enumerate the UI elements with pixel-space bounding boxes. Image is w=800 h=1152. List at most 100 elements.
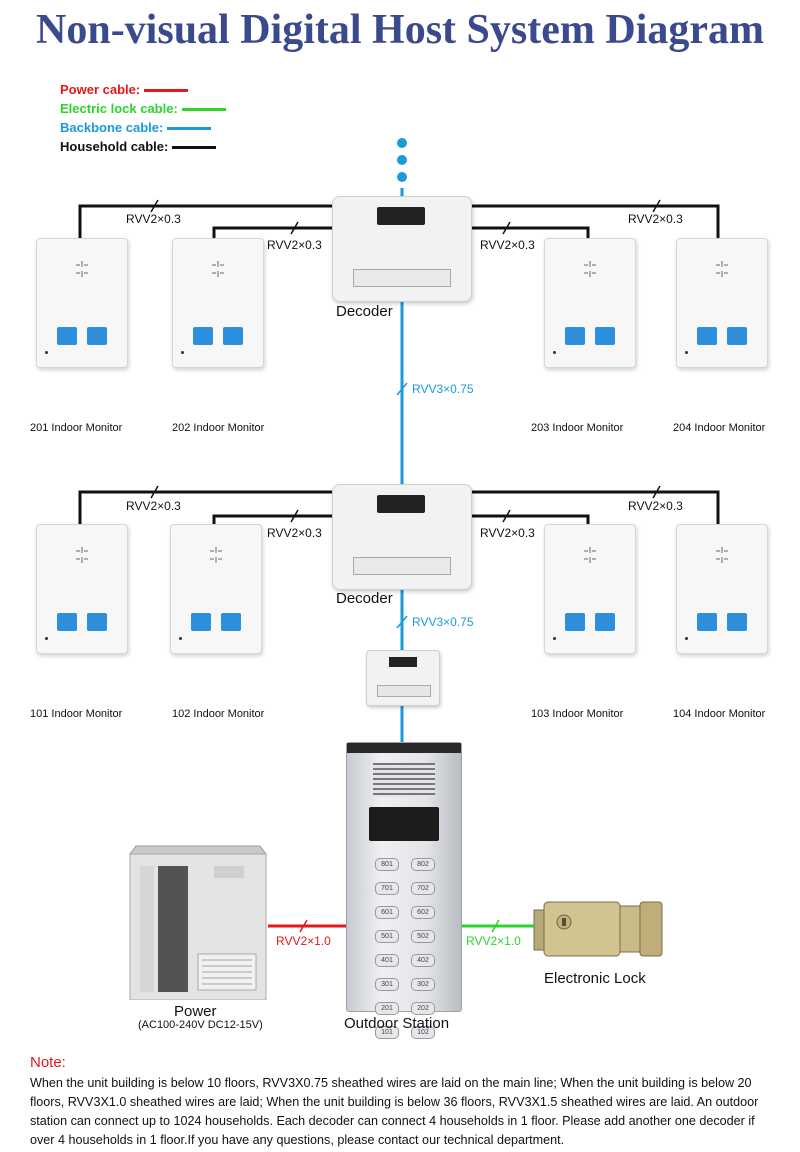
talk-button — [565, 613, 585, 631]
status-led — [45, 351, 48, 354]
speaker-icon — [212, 261, 224, 277]
cable-label: RVV2×0.3 — [265, 238, 324, 252]
status-led — [181, 351, 184, 354]
legend-household-swatch — [172, 146, 217, 150]
cable-label: RVV2×0.3 — [124, 499, 183, 513]
legend-lock-label: Electric lock cable: — [60, 101, 178, 116]
status-led — [685, 637, 688, 640]
key: 701 — [375, 882, 399, 895]
monitor-caption: 201 Indoor Monitor — [30, 422, 123, 434]
talk-button — [57, 327, 77, 345]
lock-cable-label: RVV2×1.0 — [464, 934, 523, 948]
decoder-terminal — [353, 557, 451, 575]
note-text: When the unit building is below 10 floor… — [30, 1076, 759, 1147]
speaker-grille — [373, 763, 435, 797]
legend-backbone: Backbone cable: — [60, 120, 212, 135]
legend-household-label: Household cable: — [60, 139, 169, 154]
indoor-monitor-101 — [36, 524, 128, 654]
diagram-title: Non-visual Digital Host System Diagram — [36, 7, 764, 53]
talk-button — [697, 613, 717, 631]
legend-power-label: Power cable: — [60, 82, 141, 97]
electronic-lock-image — [533, 901, 663, 957]
decoder-label: Decoder — [336, 590, 393, 607]
key: 401 — [375, 954, 399, 967]
talk-button — [57, 613, 77, 631]
decoder-connector — [377, 495, 425, 513]
decoder-upper — [332, 196, 472, 302]
talk-button — [697, 327, 717, 345]
speaker-icon — [716, 547, 728, 563]
unlock-button — [221, 613, 241, 631]
decoder-label: Decoder — [336, 303, 393, 320]
legend-backbone-label: Backbone cable: — [60, 120, 164, 135]
speaker-icon — [210, 547, 222, 563]
speaker-icon — [584, 261, 596, 277]
legend-power-swatch — [144, 89, 189, 93]
cable-label: RVV2×0.3 — [265, 526, 324, 540]
unlock-button — [87, 327, 107, 345]
speaker-icon — [76, 547, 88, 563]
status-led — [685, 351, 688, 354]
decoder-connector — [377, 207, 425, 225]
key: 201 — [375, 1002, 399, 1015]
status-led — [45, 637, 48, 640]
monitor-caption: 104 Indoor Monitor — [673, 708, 766, 720]
station-header — [347, 743, 461, 753]
distributor-module — [366, 650, 440, 706]
key: 602 — [411, 906, 435, 919]
status-led — [553, 637, 556, 640]
talk-button — [193, 327, 213, 345]
power-label: Power — [174, 1003, 217, 1020]
key: 501 — [375, 930, 399, 943]
speaker-icon — [716, 261, 728, 277]
key: 202 — [411, 1002, 435, 1015]
electronic-lock-label: Electronic Lock — [544, 970, 646, 987]
unlock-button — [727, 327, 747, 345]
power-supply-image — [129, 845, 267, 1000]
indoor-monitor-204 — [676, 238, 768, 368]
monitor-caption: 101 Indoor Monitor — [30, 708, 123, 720]
speaker-icon — [584, 547, 596, 563]
cable-label: RVV2×0.3 — [626, 499, 685, 513]
distributor-terminal — [377, 685, 431, 697]
legend-backbone-swatch — [167, 127, 212, 131]
legend-power: Power cable: — [60, 82, 189, 97]
talk-button — [191, 613, 211, 631]
legend-household: Household cable: — [60, 139, 217, 154]
monitor-caption: 204 Indoor Monitor — [673, 422, 766, 434]
cable-label: RVV2×0.3 — [478, 526, 537, 540]
unlock-button — [87, 613, 107, 631]
unlock-button — [727, 613, 747, 631]
legend-lock-swatch — [181, 108, 226, 112]
distributor-connector — [389, 657, 417, 667]
key: 101 — [375, 1026, 399, 1039]
indoor-monitor-103 — [544, 524, 636, 654]
monitor-caption: 103 Indoor Monitor — [531, 708, 624, 720]
unlock-button — [595, 327, 615, 345]
unlock-button — [223, 327, 243, 345]
indoor-monitor-102 — [170, 524, 262, 654]
note-heading: Note: — [30, 1054, 66, 1071]
monitor-caption: 203 Indoor Monitor — [531, 422, 624, 434]
backbone-label: RVV3×0.75 — [410, 382, 476, 396]
power-cable-label: RVV2×1.0 — [274, 934, 333, 948]
legend-lock: Electric lock cable: — [60, 101, 226, 116]
outdoor-station-label: Outdoor Station — [344, 1015, 450, 1032]
unlock-button — [595, 613, 615, 631]
continuation-dots — [397, 138, 407, 182]
key: 601 — [375, 906, 399, 919]
key: 702 — [411, 882, 435, 895]
status-led — [553, 351, 556, 354]
key: 301 — [375, 978, 399, 991]
cable-label: RVV2×0.3 — [124, 212, 183, 226]
key: 102 — [411, 1026, 435, 1039]
power-spec: (AC100-240V DC12-15V) — [138, 1019, 263, 1031]
indoor-monitor-201 — [36, 238, 128, 368]
talk-button — [565, 327, 585, 345]
indoor-monitor-202 — [172, 238, 264, 368]
card-reader-icon — [369, 807, 439, 841]
monitor-caption: 102 Indoor Monitor — [172, 708, 265, 720]
